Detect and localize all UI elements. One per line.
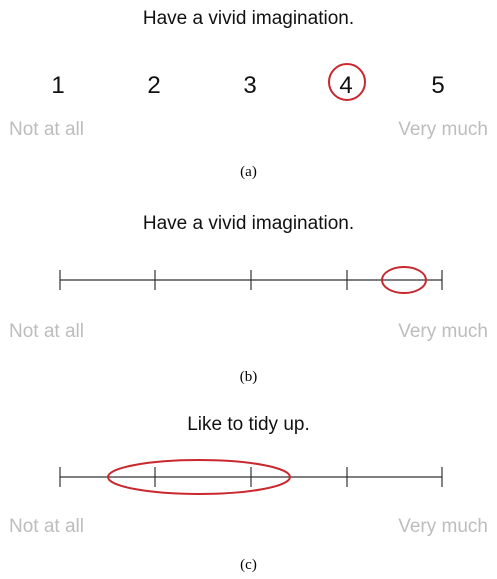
low-anchor-label-a: Not at all: [9, 119, 84, 140]
low-anchor-label-c: Not at all: [9, 516, 84, 537]
selection-ellipse-c: [107, 459, 291, 495]
scale-option-1[interactable]: 1: [51, 72, 65, 99]
slider-track-b[interactable]: [0, 262, 497, 302]
scale-option-2[interactable]: 2: [147, 72, 161, 99]
scale-option-3[interactable]: 3: [243, 72, 257, 99]
caption-c: (c): [240, 557, 257, 573]
selection-ellipse-b: [381, 266, 427, 294]
selection-circle-a: [328, 63, 366, 101]
high-anchor-label-c: Very much: [398, 516, 488, 537]
caption-b: (b): [239, 369, 258, 385]
question-text-c: Like to tidy up.: [187, 414, 310, 435]
slider-track-c[interactable]: [0, 455, 497, 499]
question-text-b: Have a vivid imagination.: [142, 213, 355, 234]
scale-option-4[interactable]: 4: [339, 72, 353, 99]
high-anchor-label-a: Very much: [398, 119, 488, 140]
high-anchor-label-b: Very much: [398, 321, 488, 342]
caption-a: (a): [240, 164, 257, 180]
scale-option-5[interactable]: 5: [431, 72, 445, 99]
low-anchor-label-b: Not at all: [9, 321, 84, 342]
question-text-a: Have a vivid imagination.: [142, 8, 355, 29]
